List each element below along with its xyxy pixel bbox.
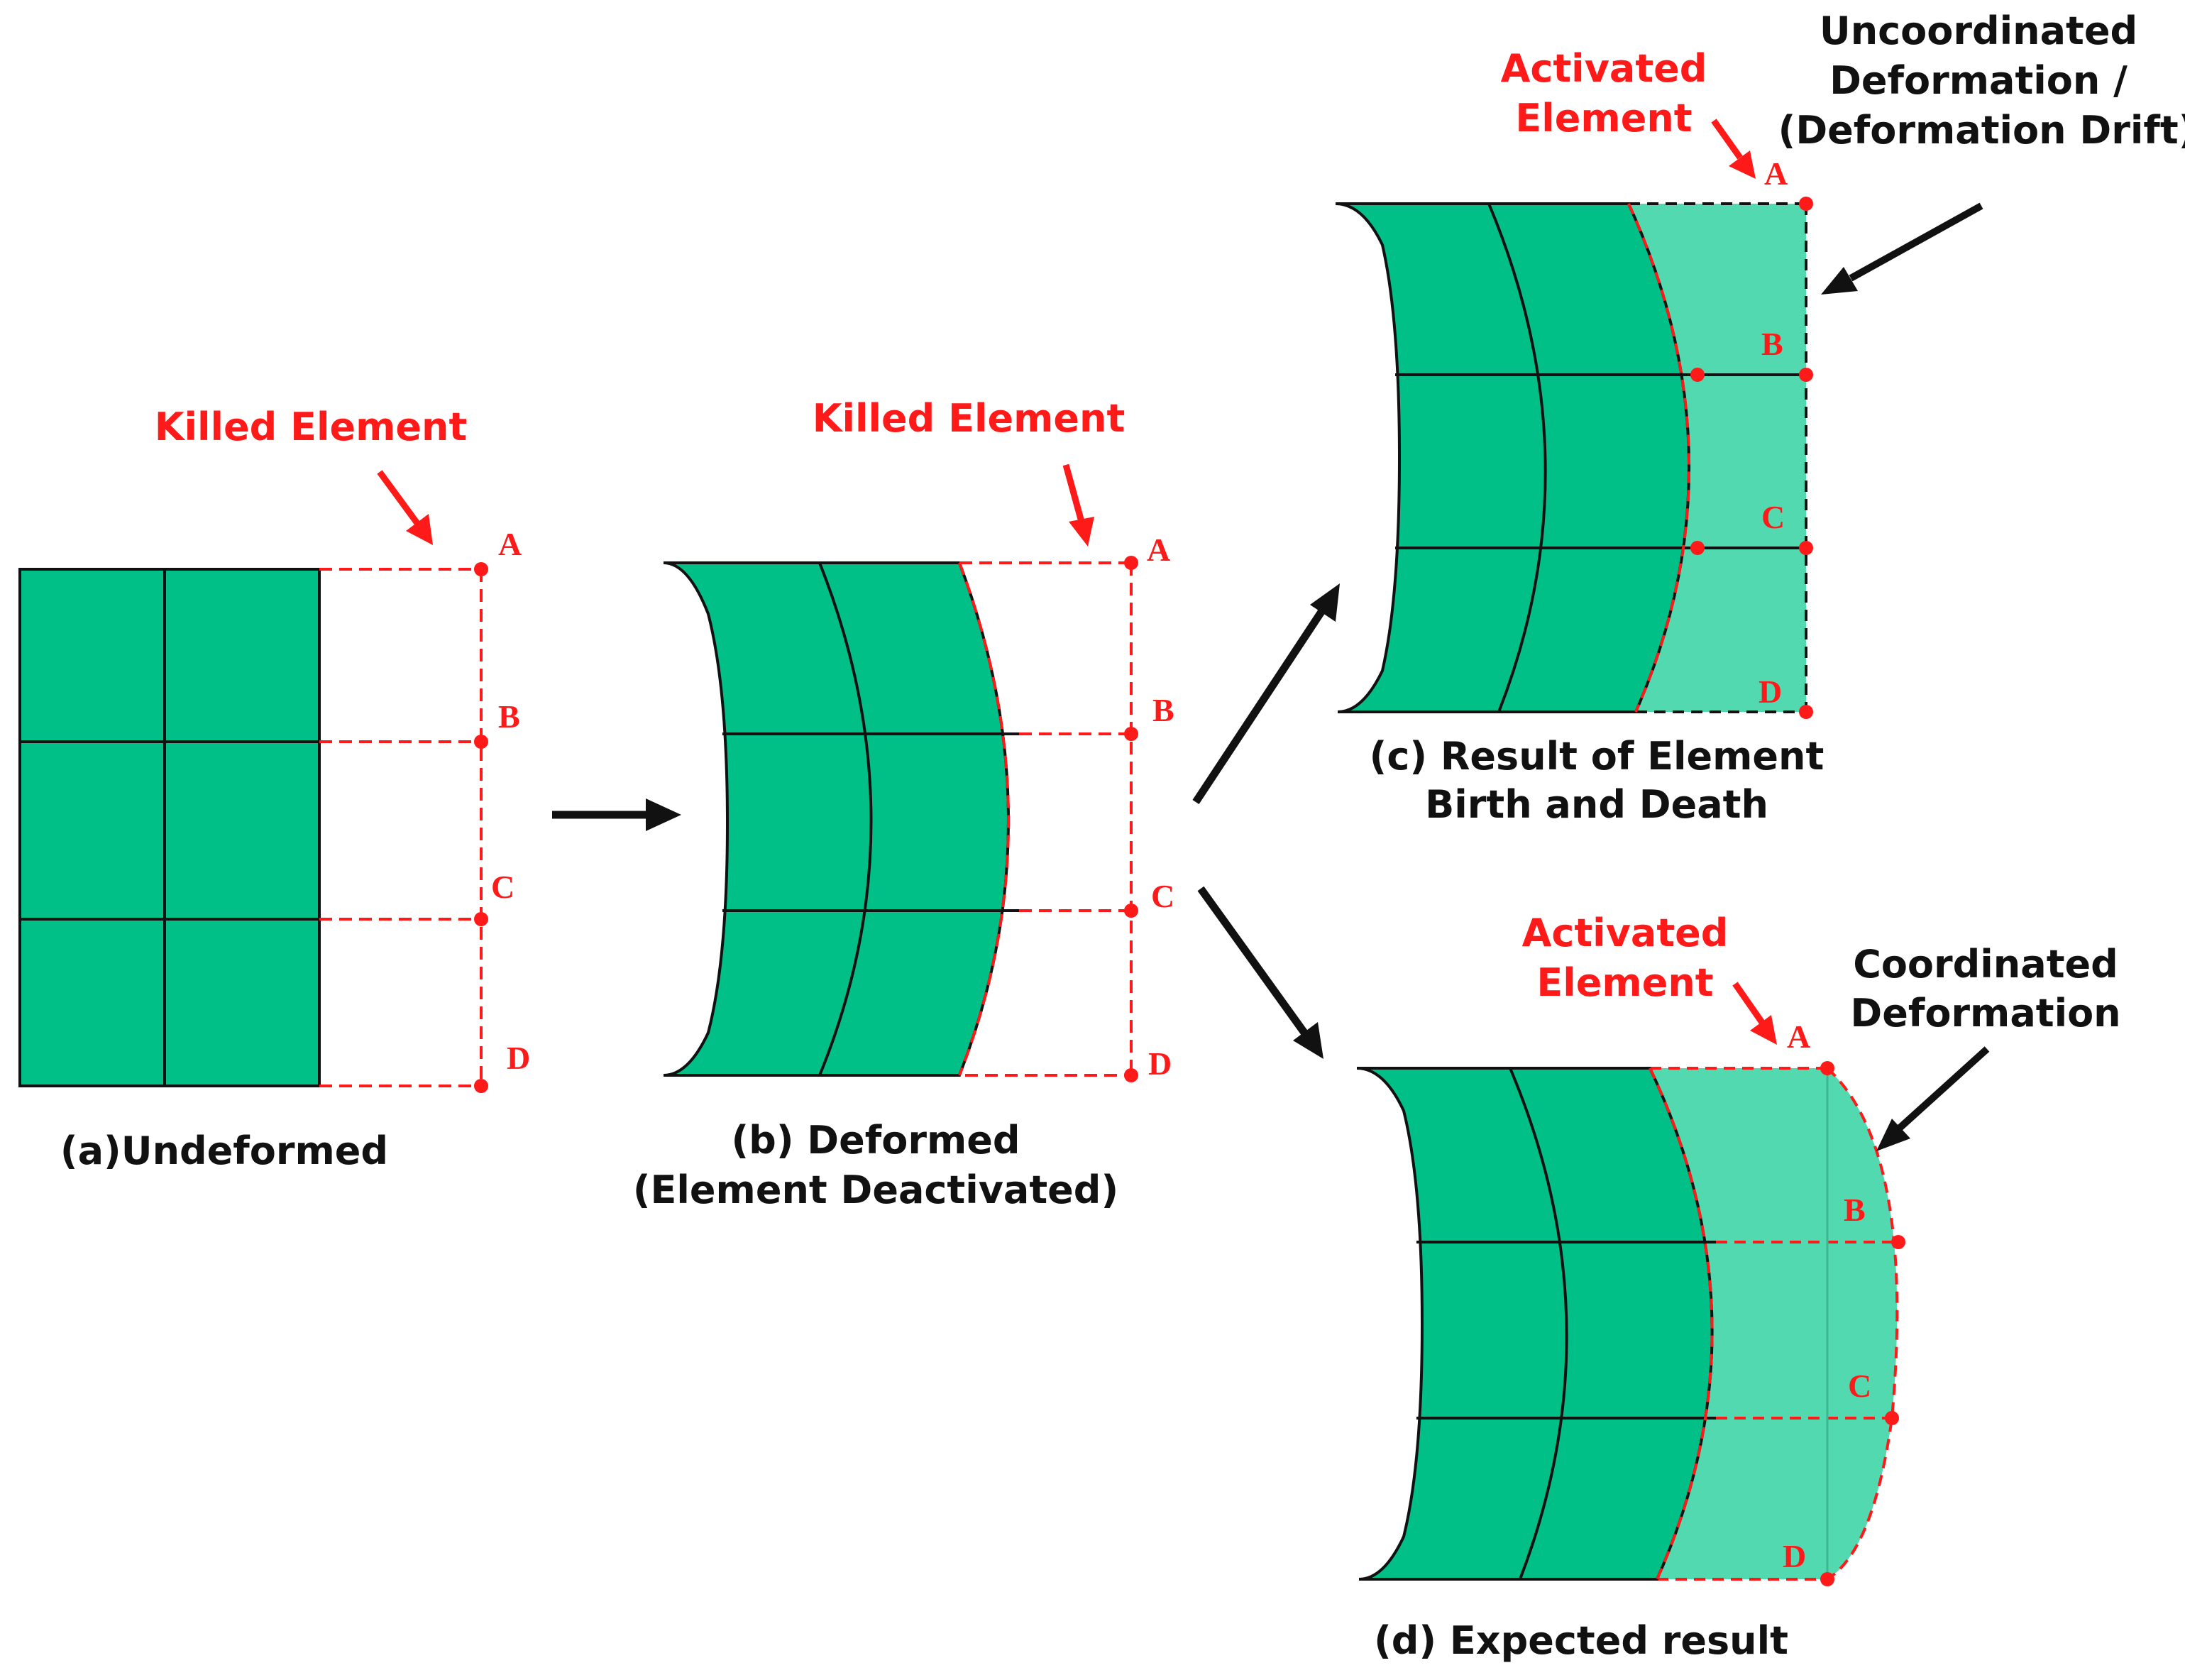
panel-c-activated-outline bbox=[1629, 202, 1807, 713]
panel-a-node-points bbox=[474, 562, 488, 1093]
panel-d-mesh bbox=[1356, 1067, 1714, 1581]
arrow-b-to-d bbox=[1197, 886, 1323, 1059]
panel-b-killed-arrow bbox=[1062, 463, 1094, 547]
panel-c-mesh-line bbox=[1487, 203, 1547, 713]
panel-b-node-d: D bbox=[1148, 1045, 1172, 1082]
panel-d-node-c: C bbox=[1848, 1368, 1871, 1404]
panel-d-node-b: B bbox=[1844, 1192, 1866, 1228]
panel-a-killed-label: Killed Element bbox=[155, 405, 468, 449]
panel-a-node-a: A bbox=[498, 526, 522, 562]
panel-d-node-points bbox=[1820, 1061, 1905, 1586]
panel-b-killed-label: Killed Element bbox=[813, 396, 1125, 441]
panel-c: A B C D Activated Element Uncoordinated … bbox=[1335, 9, 2185, 827]
panel-c-activated-label-line2: Element bbox=[1515, 96, 1692, 141]
panel-b: A B C D Killed Element (b) Deformed (Ele… bbox=[633, 396, 1174, 1212]
panel-c-activated-label-line1: Activated bbox=[1501, 46, 1707, 91]
panel-d-activated-element bbox=[1650, 1068, 1898, 1579]
panel-b-caption-line2: (Element Deactivated) bbox=[633, 1168, 1118, 1212]
panel-b-node-a: A bbox=[1147, 532, 1170, 568]
panel-b-caption-line1: (b) Deformed bbox=[731, 1118, 1020, 1163]
panel-b-mesh bbox=[663, 561, 1010, 1077]
panel-d-activated-label-line1: Activated bbox=[1522, 911, 1729, 955]
panel-d: A B C D Activated Element Coordinated De… bbox=[1356, 911, 2121, 1663]
panel-b-deformed-edge bbox=[958, 562, 1010, 1076]
panel-d-node-a: A bbox=[1787, 1019, 1810, 1055]
arrow-a-to-b bbox=[552, 798, 681, 831]
panel-c-node-d: D bbox=[1759, 674, 1782, 710]
panel-c-node-b: B bbox=[1761, 326, 1783, 362]
panel-c-mesh bbox=[1335, 202, 1690, 713]
panel-b-killed-element bbox=[959, 561, 1133, 1077]
panel-b-node-b: B bbox=[1152, 692, 1174, 728]
panel-c-caption-line2: Birth and Death bbox=[1425, 782, 1768, 827]
panel-d-activated-arrow bbox=[1732, 982, 1777, 1045]
panel-d-note-line2: Deformation bbox=[1850, 991, 2120, 1036]
panel-c-caption-line1: (c) Result of Element bbox=[1370, 734, 1824, 779]
panel-a-killed-arrow bbox=[377, 470, 433, 545]
panel-d-node-d: D bbox=[1783, 1538, 1806, 1574]
panel-a: A B C D Killed Element (a)Undeformed bbox=[18, 405, 530, 1173]
panel-c-node-c: C bbox=[1761, 499, 1785, 535]
panel-d-mesh-line bbox=[1509, 1067, 1568, 1580]
panel-c-activated-arrow bbox=[1711, 119, 1756, 179]
panel-c-note-line3: (Deformation Drift) bbox=[1778, 108, 2185, 153]
panel-a-killed-element bbox=[319, 568, 483, 1087]
panel-b-node-c: C bbox=[1151, 878, 1174, 914]
panel-c-node-points bbox=[1690, 197, 1813, 719]
panel-d-deformed-edge bbox=[1649, 1067, 1714, 1580]
panel-a-node-c: C bbox=[491, 869, 514, 905]
panel-b-mesh-line bbox=[818, 562, 873, 1076]
panel-a-node-d: D bbox=[507, 1040, 530, 1076]
panel-a-node-b: B bbox=[498, 698, 520, 735]
panel-d-note-line1: Coordinated bbox=[1853, 942, 2118, 987]
panel-b-node-points bbox=[1124, 556, 1138, 1082]
panel-c-note-line1: Uncoordinated bbox=[1820, 9, 2137, 53]
arrow-b-to-c bbox=[1192, 583, 1340, 805]
panel-c-note-arrow bbox=[1821, 202, 1983, 295]
panel-d-note-arrow bbox=[1876, 1046, 1990, 1151]
panel-c-node-a: A bbox=[1764, 155, 1788, 192]
panel-a-mesh bbox=[18, 568, 321, 1087]
panel-d-activated-label-line2: Element bbox=[1536, 960, 1713, 1005]
panel-a-caption: (a)Undeformed bbox=[60, 1129, 388, 1173]
panel-c-note-line2: Deformation / bbox=[1829, 58, 2128, 103]
panel-c-deformed-edge bbox=[1627, 203, 1690, 713]
panel-d-caption: (d) Expected result bbox=[1374, 1618, 1788, 1663]
